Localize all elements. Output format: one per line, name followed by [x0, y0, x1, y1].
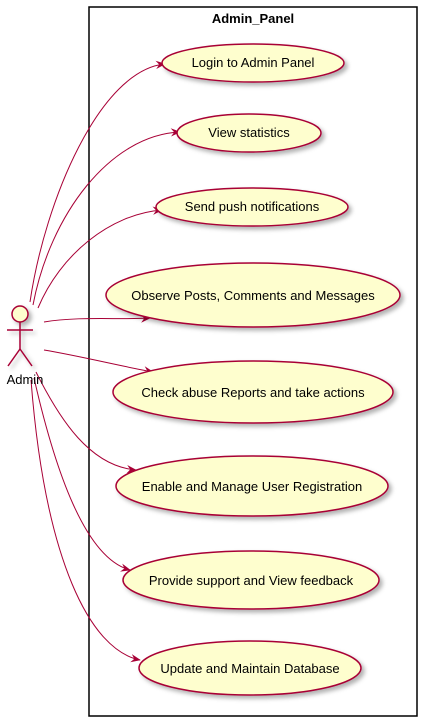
actor-admin[interactable]: Admin [7, 305, 44, 387]
association-arrow [29, 60, 166, 303]
association-arrow [43, 349, 154, 375]
use-case-ellipse[interactable] [105, 262, 401, 328]
use-case-ellipse[interactable] [155, 187, 349, 227]
use-cases: Login to Admin Panel View statistics Sen… [105, 43, 401, 696]
use-case-observe-posts[interactable]: Observe Posts, Comments and Messages [105, 262, 401, 328]
use-case-label: Update and Maintain Database [160, 661, 339, 676]
association-arrow [33, 377, 131, 572]
use-case-maintain-database[interactable]: Update and Maintain Database [138, 640, 362, 696]
use-case-ellipse[interactable] [115, 455, 389, 517]
system-title: Admin_Panel [212, 11, 294, 26]
use-case-label: Login to Admin Panel [192, 55, 315, 70]
use-case-label: Enable and Manage User Registration [142, 479, 362, 494]
use-case-push-notifications[interactable]: Send push notifications [155, 187, 349, 227]
association-arrow [32, 128, 181, 306]
use-case-ellipse[interactable] [112, 360, 394, 424]
use-case-user-registration[interactable]: Enable and Manage User Registration [115, 455, 389, 517]
system-frame [88, 6, 418, 717]
use-case-label: Provide support and View feedback [149, 573, 354, 588]
system-boundary: Admin_Panel [88, 6, 418, 717]
use-case-label: Observe Posts, Comments and Messages [131, 288, 375, 303]
actor-icon [7, 305, 33, 367]
use-case-ellipse[interactable] [176, 113, 322, 153]
association-arrow [35, 371, 137, 474]
use-case-login[interactable]: Login to Admin Panel [161, 43, 345, 83]
actor-label: Admin [7, 372, 44, 387]
use-case-label: View statistics [208, 125, 290, 140]
use-case-support-feedback[interactable]: Provide support and View feedback [122, 550, 380, 610]
association-arrow [30, 379, 141, 663]
use-case-abuse-reports[interactable]: Check abuse Reports and take actions [112, 360, 394, 424]
use-case-ellipse[interactable] [122, 550, 380, 610]
use-case-ellipse[interactable] [161, 43, 345, 83]
use-case-ellipse[interactable] [138, 640, 362, 696]
association-layer [29, 60, 181, 663]
use-case-view-statistics[interactable]: View statistics [176, 113, 322, 153]
use-case-label: Send push notifications [185, 199, 320, 214]
association-arrow [37, 206, 163, 309]
association-arrow [43, 314, 151, 323]
use-case-label: Check abuse Reports and take actions [141, 385, 365, 400]
